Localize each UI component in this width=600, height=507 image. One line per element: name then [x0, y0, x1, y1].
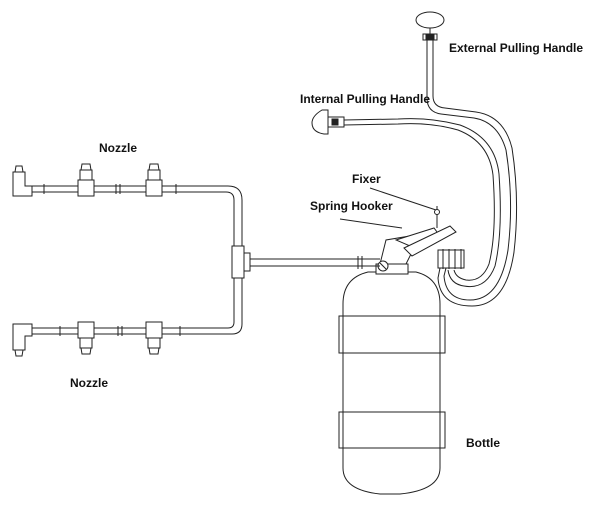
tee-fitting	[231, 245, 251, 279]
fixer-leader-line	[369, 187, 437, 211]
internal-pulling-handle	[311, 109, 345, 135]
nozzle-top-middle	[77, 163, 95, 197]
nozzle-top-left	[12, 165, 33, 197]
nozzle-top-right	[145, 163, 163, 197]
external-pulling-handle	[415, 11, 445, 41]
manifold-pipe	[220, 185, 243, 335]
discharge-pipe	[248, 256, 380, 269]
valve-head	[375, 225, 457, 275]
leader-lines	[339, 187, 437, 229]
external-pulling-handle-label: External Pulling Handle	[449, 41, 584, 55]
nozzle-bottom-middle	[77, 321, 95, 355]
nozzle-bottom-left	[12, 323, 33, 357]
valve-trigger	[403, 225, 457, 257]
nozzle-top-label: Nozzle	[99, 141, 138, 155]
top-branch-pipe	[30, 184, 222, 194]
external-cable	[426, 40, 518, 307]
spring-hooker-leader-line	[339, 218, 403, 229]
bottle	[338, 271, 446, 495]
nozzle-bottom-right	[145, 321, 163, 355]
bottom-branch-pipe	[28, 326, 222, 336]
fixer-label: Fixer	[352, 172, 381, 186]
spring-hooker-label: Spring Hooker	[310, 199, 393, 213]
internal-cable	[343, 118, 501, 288]
nozzle-bottom-label: Nozzle	[70, 376, 109, 390]
internal-pulling-handle-label: Internal Pulling Handle	[300, 92, 431, 106]
fixer-pin	[434, 206, 440, 228]
spring	[437, 249, 465, 269]
bottle-upper-band	[338, 315, 446, 354]
bottle-lower-band	[338, 411, 446, 449]
bottle-label: Bottle	[466, 436, 500, 450]
